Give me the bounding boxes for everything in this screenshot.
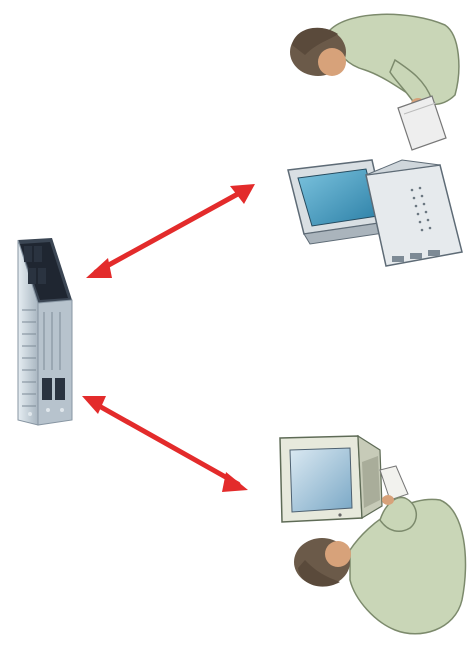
person-at-computer-icon xyxy=(294,495,467,635)
server-rack-icon xyxy=(17,238,73,426)
crt-monitor-icon xyxy=(279,434,409,523)
desktop-computer-icon xyxy=(287,159,463,267)
connection-arrow-bottom xyxy=(82,396,248,492)
person-with-tablet-icon xyxy=(290,13,460,151)
connection-arrow-top xyxy=(86,184,255,278)
